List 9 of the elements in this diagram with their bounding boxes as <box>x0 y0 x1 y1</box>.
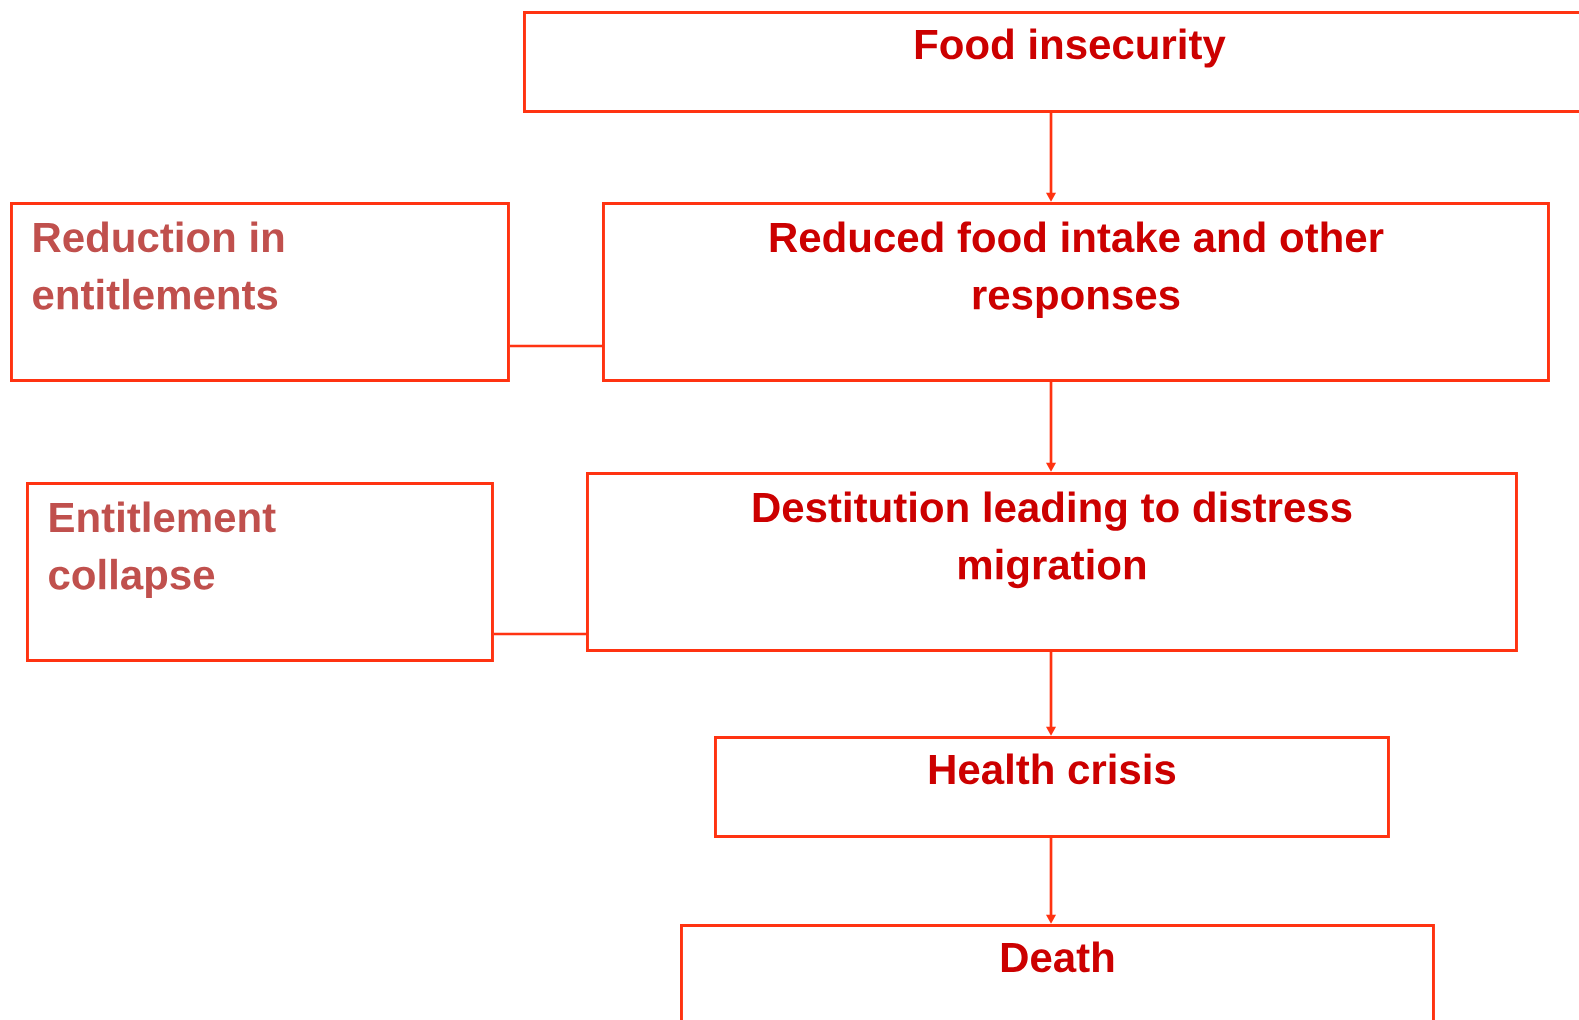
process-box: Destitution leading to distress migration <box>586 472 1518 652</box>
cause-box: Reduction in entitlements <box>10 202 510 382</box>
connector-line <box>493 632 586 636</box>
process-box: Health crisis <box>714 736 1390 838</box>
process-box: Reduced food intake and other responses <box>602 202 1550 382</box>
process-box: Death <box>680 924 1435 1020</box>
process-box: Food insecurity <box>523 11 1579 113</box>
connector-line <box>509 344 602 348</box>
cause-box: Entitlement collapse <box>26 482 494 662</box>
